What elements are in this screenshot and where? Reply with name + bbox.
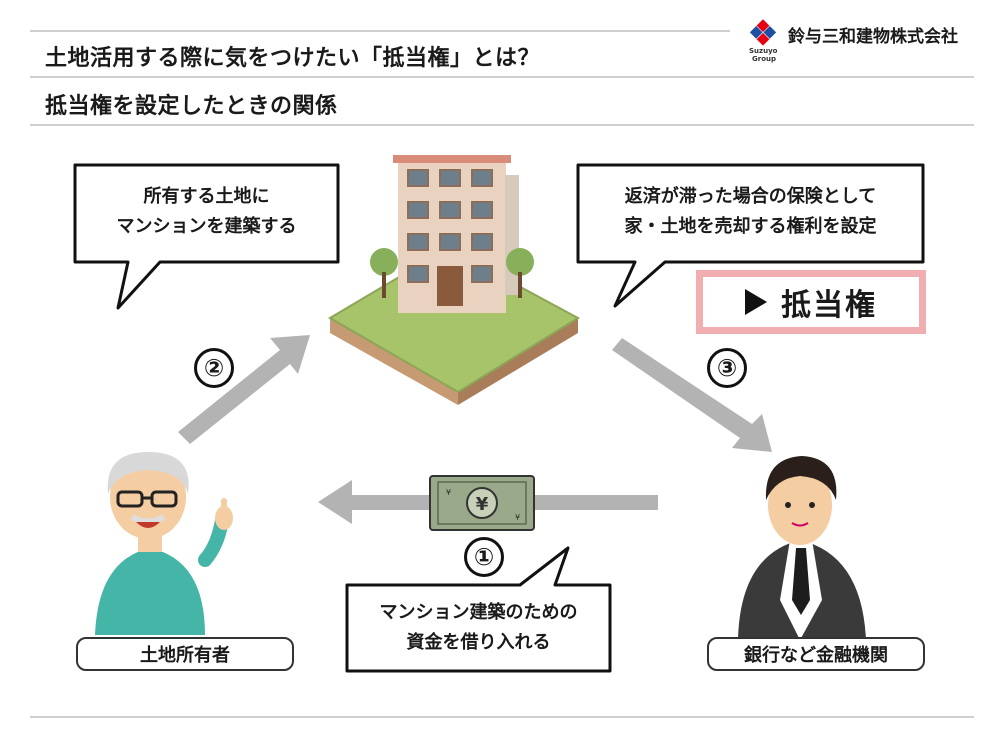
company-name: 鈴与三和建物株式会社: [788, 27, 958, 47]
mortgage-highlight-box: 抵当権: [696, 270, 926, 334]
bank-officer-illustration: [738, 456, 866, 640]
svg-text:¥: ¥: [476, 494, 489, 515]
page-title: 土地活用する際に気をつけたい「抵当権」とは？: [45, 46, 541, 71]
footer-rule: [30, 716, 974, 718]
logo-text-group: Group: [752, 55, 777, 63]
bubble-bottom-line-1: マンション建築のための: [379, 602, 578, 623]
bubble-bottom-line-2: 資金を借り入れる: [406, 632, 551, 653]
yen-bill-icon: ¥ ¥ ¥: [429, 475, 535, 531]
header-top-rule: [30, 30, 730, 32]
bubble-left-line-1: 所有する土地に: [143, 186, 270, 207]
arrow-step-2: [178, 335, 310, 444]
step-2-number: ②: [194, 348, 234, 388]
speech-bubble-bottom: [345, 546, 612, 673]
speech-bubble-right: [576, 163, 925, 308]
arrow-step-3: [612, 338, 772, 452]
page-subtitle: 抵当権を設定したときの関係: [45, 94, 338, 119]
bubble-right-line-1: 返済が滞った場合の保険として: [624, 186, 877, 207]
speech-bubble-left: [73, 163, 340, 310]
logo-text-suzuyo: Suzuyo: [749, 47, 778, 55]
svg-text:¥: ¥: [446, 488, 451, 497]
step-3-number: ③: [707, 348, 747, 388]
bubble-right-line-2: 家・土地を売却する権利を設定: [624, 216, 877, 237]
play-triangle-icon: [745, 289, 767, 315]
bubble-left-line-2: マンションを建築する: [116, 216, 297, 237]
header-bottom-rule: [30, 124, 974, 126]
step-1-number: ①: [464, 537, 504, 577]
svg-text:¥: ¥: [515, 513, 520, 522]
land-owner-illustration: [95, 452, 233, 635]
role-financial-institution: 銀行など金融機関: [707, 637, 925, 671]
header-mid-rule: [30, 76, 974, 78]
role-land-owner: 土地所有者: [76, 637, 294, 671]
building-land-illustration: [328, 155, 581, 405]
mortgage-label: 抵当権: [781, 288, 877, 323]
